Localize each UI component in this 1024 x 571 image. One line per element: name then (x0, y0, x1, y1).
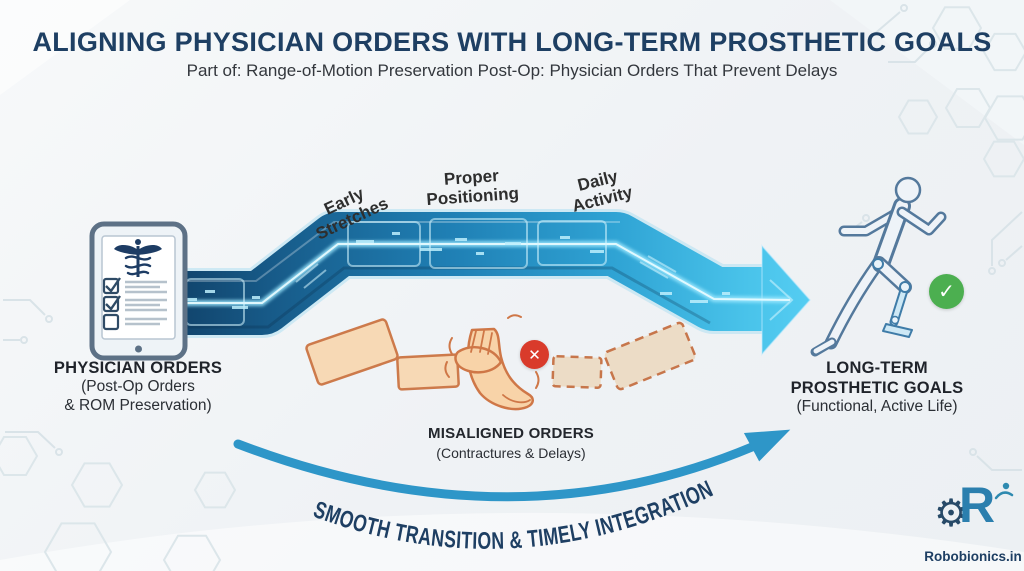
cross-glyph: ✕ (528, 346, 541, 364)
broken-segment (396, 353, 460, 391)
brand-name: Robobionics.in (924, 549, 1022, 564)
physician-orders-sub: (Post-Op Orders (81, 378, 195, 396)
tablet-icon (89, 221, 188, 361)
broken-segments (305, 318, 697, 391)
check-glyph: ✓ (938, 281, 955, 303)
prosthetic-goals-sub: (Functional, Active Life) (796, 398, 958, 416)
prosthetic-goals-title: LONG-TERM (826, 359, 928, 377)
broken-segment (305, 318, 399, 386)
brand-person-icon (994, 482, 1014, 500)
runner-icon (810, 176, 947, 357)
flow-step-proper-positioning: Proper Positioning (425, 165, 520, 209)
shake-lines (444, 314, 540, 389)
circuit-decoration (3, 4, 1023, 471)
broken-segment-dashed (551, 355, 603, 389)
misaligned-orders-label: MISALIGNED ORDERS (Contractures & Delays… (381, 424, 641, 462)
contracture-foot-icon (444, 314, 540, 411)
brand-logo: ⚙ R (934, 480, 1018, 548)
caduceus-icon (114, 239, 162, 277)
prosthetic-goals-label: LONG-TERM PROSTHETIC GOALS (Functional, … (747, 358, 1007, 417)
prosthetic-goals-title: PROSTHETIC GOALS (790, 379, 964, 398)
bottom-sweep (0, 512, 1024, 571)
brand-gear-icon: ⚙ (934, 491, 969, 535)
check-glyph (105, 295, 121, 311)
misaligned-orders-title: MISALIGNED ORDERS (428, 425, 594, 442)
page-subtitle: Part of: Range-of-Motion Preservation Po… (186, 61, 838, 80)
page-title: ALIGNING PHYSICIAN ORDERS WITH LONG-TERM… (32, 27, 992, 57)
checklist (102, 277, 167, 331)
broken-segment-dashed (603, 321, 697, 391)
text-lines (125, 280, 167, 326)
misaligned-orders-sub: (Contractures & Delays) (436, 444, 586, 461)
corner-tint (0, 0, 130, 95)
prosthetic-leg-icon (872, 258, 913, 338)
success-check-icon: ✓ (929, 274, 964, 309)
checkbox-checked-icon (102, 277, 120, 295)
error-cross-icon: ✕ (520, 340, 549, 369)
home-button (135, 345, 142, 353)
check-glyph (105, 277, 121, 293)
checkbox-empty-icon (102, 313, 120, 331)
physician-orders-title: PHYSICIAN ORDERS (53, 359, 223, 377)
physician-orders-label: PHYSICIAN ORDERS (Post-Op Orders & ROM P… (18, 358, 258, 416)
brand-letter: R (959, 477, 996, 533)
curved-arrow-icon (233, 429, 791, 502)
runner-head (894, 176, 922, 204)
physician-orders-sub: & ROM Preservation) (64, 397, 212, 415)
flow-arrow (160, 209, 812, 356)
checkbox-checked-icon (102, 295, 120, 313)
